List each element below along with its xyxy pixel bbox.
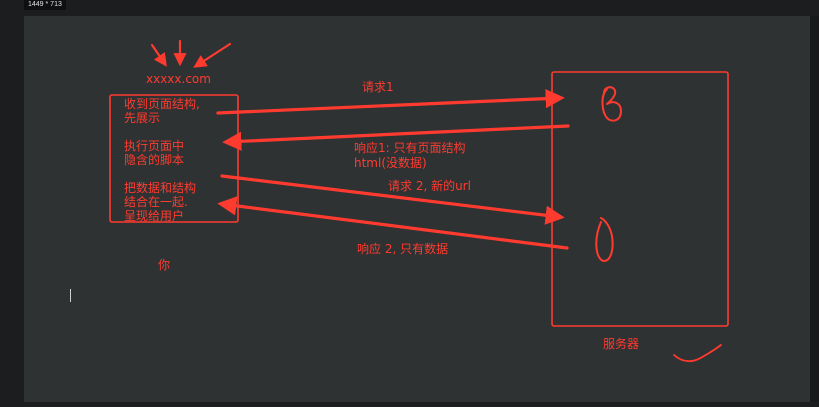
- image-size-label: 1449 * 713: [24, 0, 66, 10]
- you-label: 你: [158, 258, 171, 272]
- request2-label: 请求 2, 新的url: [388, 179, 471, 193]
- server-scribble-1: [601, 86, 622, 122]
- client-step3-line1: 把数据和结构: [124, 181, 197, 195]
- client-step2-line1: 执行页面中: [124, 139, 185, 153]
- server-label: 服务器: [603, 337, 640, 351]
- client-step3-line2: 结合在一起.: [124, 195, 188, 209]
- request1-arrow: [216, 89, 565, 115]
- request2-arrow: [220, 174, 565, 225]
- client-step1-line2: 先展示: [124, 111, 161, 125]
- response2-arrow: [217, 196, 569, 250]
- client-step1-line1: 收到页面结构,: [124, 97, 200, 111]
- response2-label: 响应 2, 只有数据: [357, 242, 449, 256]
- server-scribble-2: [595, 217, 614, 262]
- response1-arrow: [222, 124, 570, 151]
- server-box: [551, 71, 729, 327]
- response1-label-line1: 响应1: 只有页面结构: [354, 141, 466, 155]
- check-mark: [673, 344, 722, 363]
- client-step3-line3: 呈现给用户: [124, 209, 185, 223]
- drawing-canvas[interactable]: [24, 16, 810, 402]
- pointer-arrow-1: [150, 43, 167, 67]
- client-box: [109, 94, 239, 223]
- response1-label-line2: html(没数据): [354, 156, 427, 170]
- url-label: xxxxx.com: [146, 72, 211, 86]
- side-strip: [810, 16, 819, 402]
- text-cursor: [70, 289, 71, 302]
- request1-label: 请求1: [362, 80, 394, 94]
- pointer-arrow-3: [193, 42, 232, 68]
- client-step2-line2: 隐含的脚本: [124, 153, 185, 167]
